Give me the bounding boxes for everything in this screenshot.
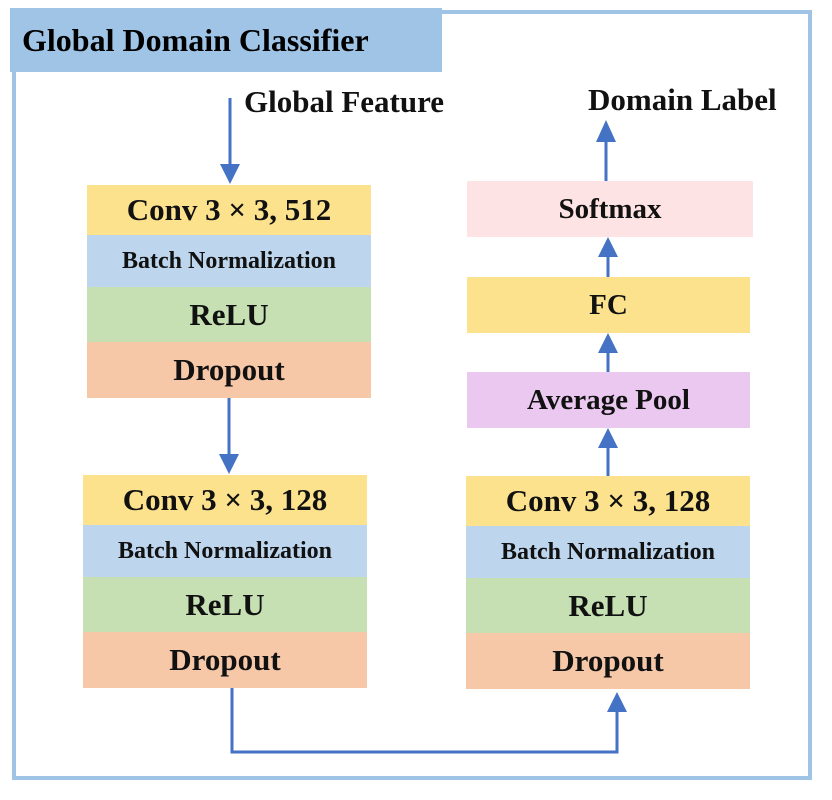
average-pool-block: Average Pool <box>467 372 750 428</box>
block2-batchnorm: Batch Normalization <box>83 525 367 577</box>
block1-batchnorm: Batch Normalization <box>87 235 371 287</box>
block2-conv: Conv 3 × 3, 128 <box>83 475 367 525</box>
block1-dropout: Dropout <box>87 342 371 398</box>
block1-relu: ReLU <box>87 287 371 342</box>
fc-block: FC <box>467 277 750 333</box>
diagram-title: Global Domain Classifier <box>10 8 442 72</box>
block1-conv: Conv 3 × 3, 512 <box>87 185 371 235</box>
block3-dropout: Dropout <box>466 633 750 689</box>
softmax-block: Softmax <box>467 181 753 237</box>
output-label: Domain Label <box>588 82 777 117</box>
block3-batchnorm: Batch Normalization <box>466 526 750 578</box>
block3-relu: ReLU <box>466 578 750 633</box>
block2-dropout: Dropout <box>83 632 367 688</box>
block3-conv: Conv 3 × 3, 128 <box>466 476 750 526</box>
input-label: Global Feature <box>244 84 445 119</box>
block2-relu: ReLU <box>83 577 367 632</box>
